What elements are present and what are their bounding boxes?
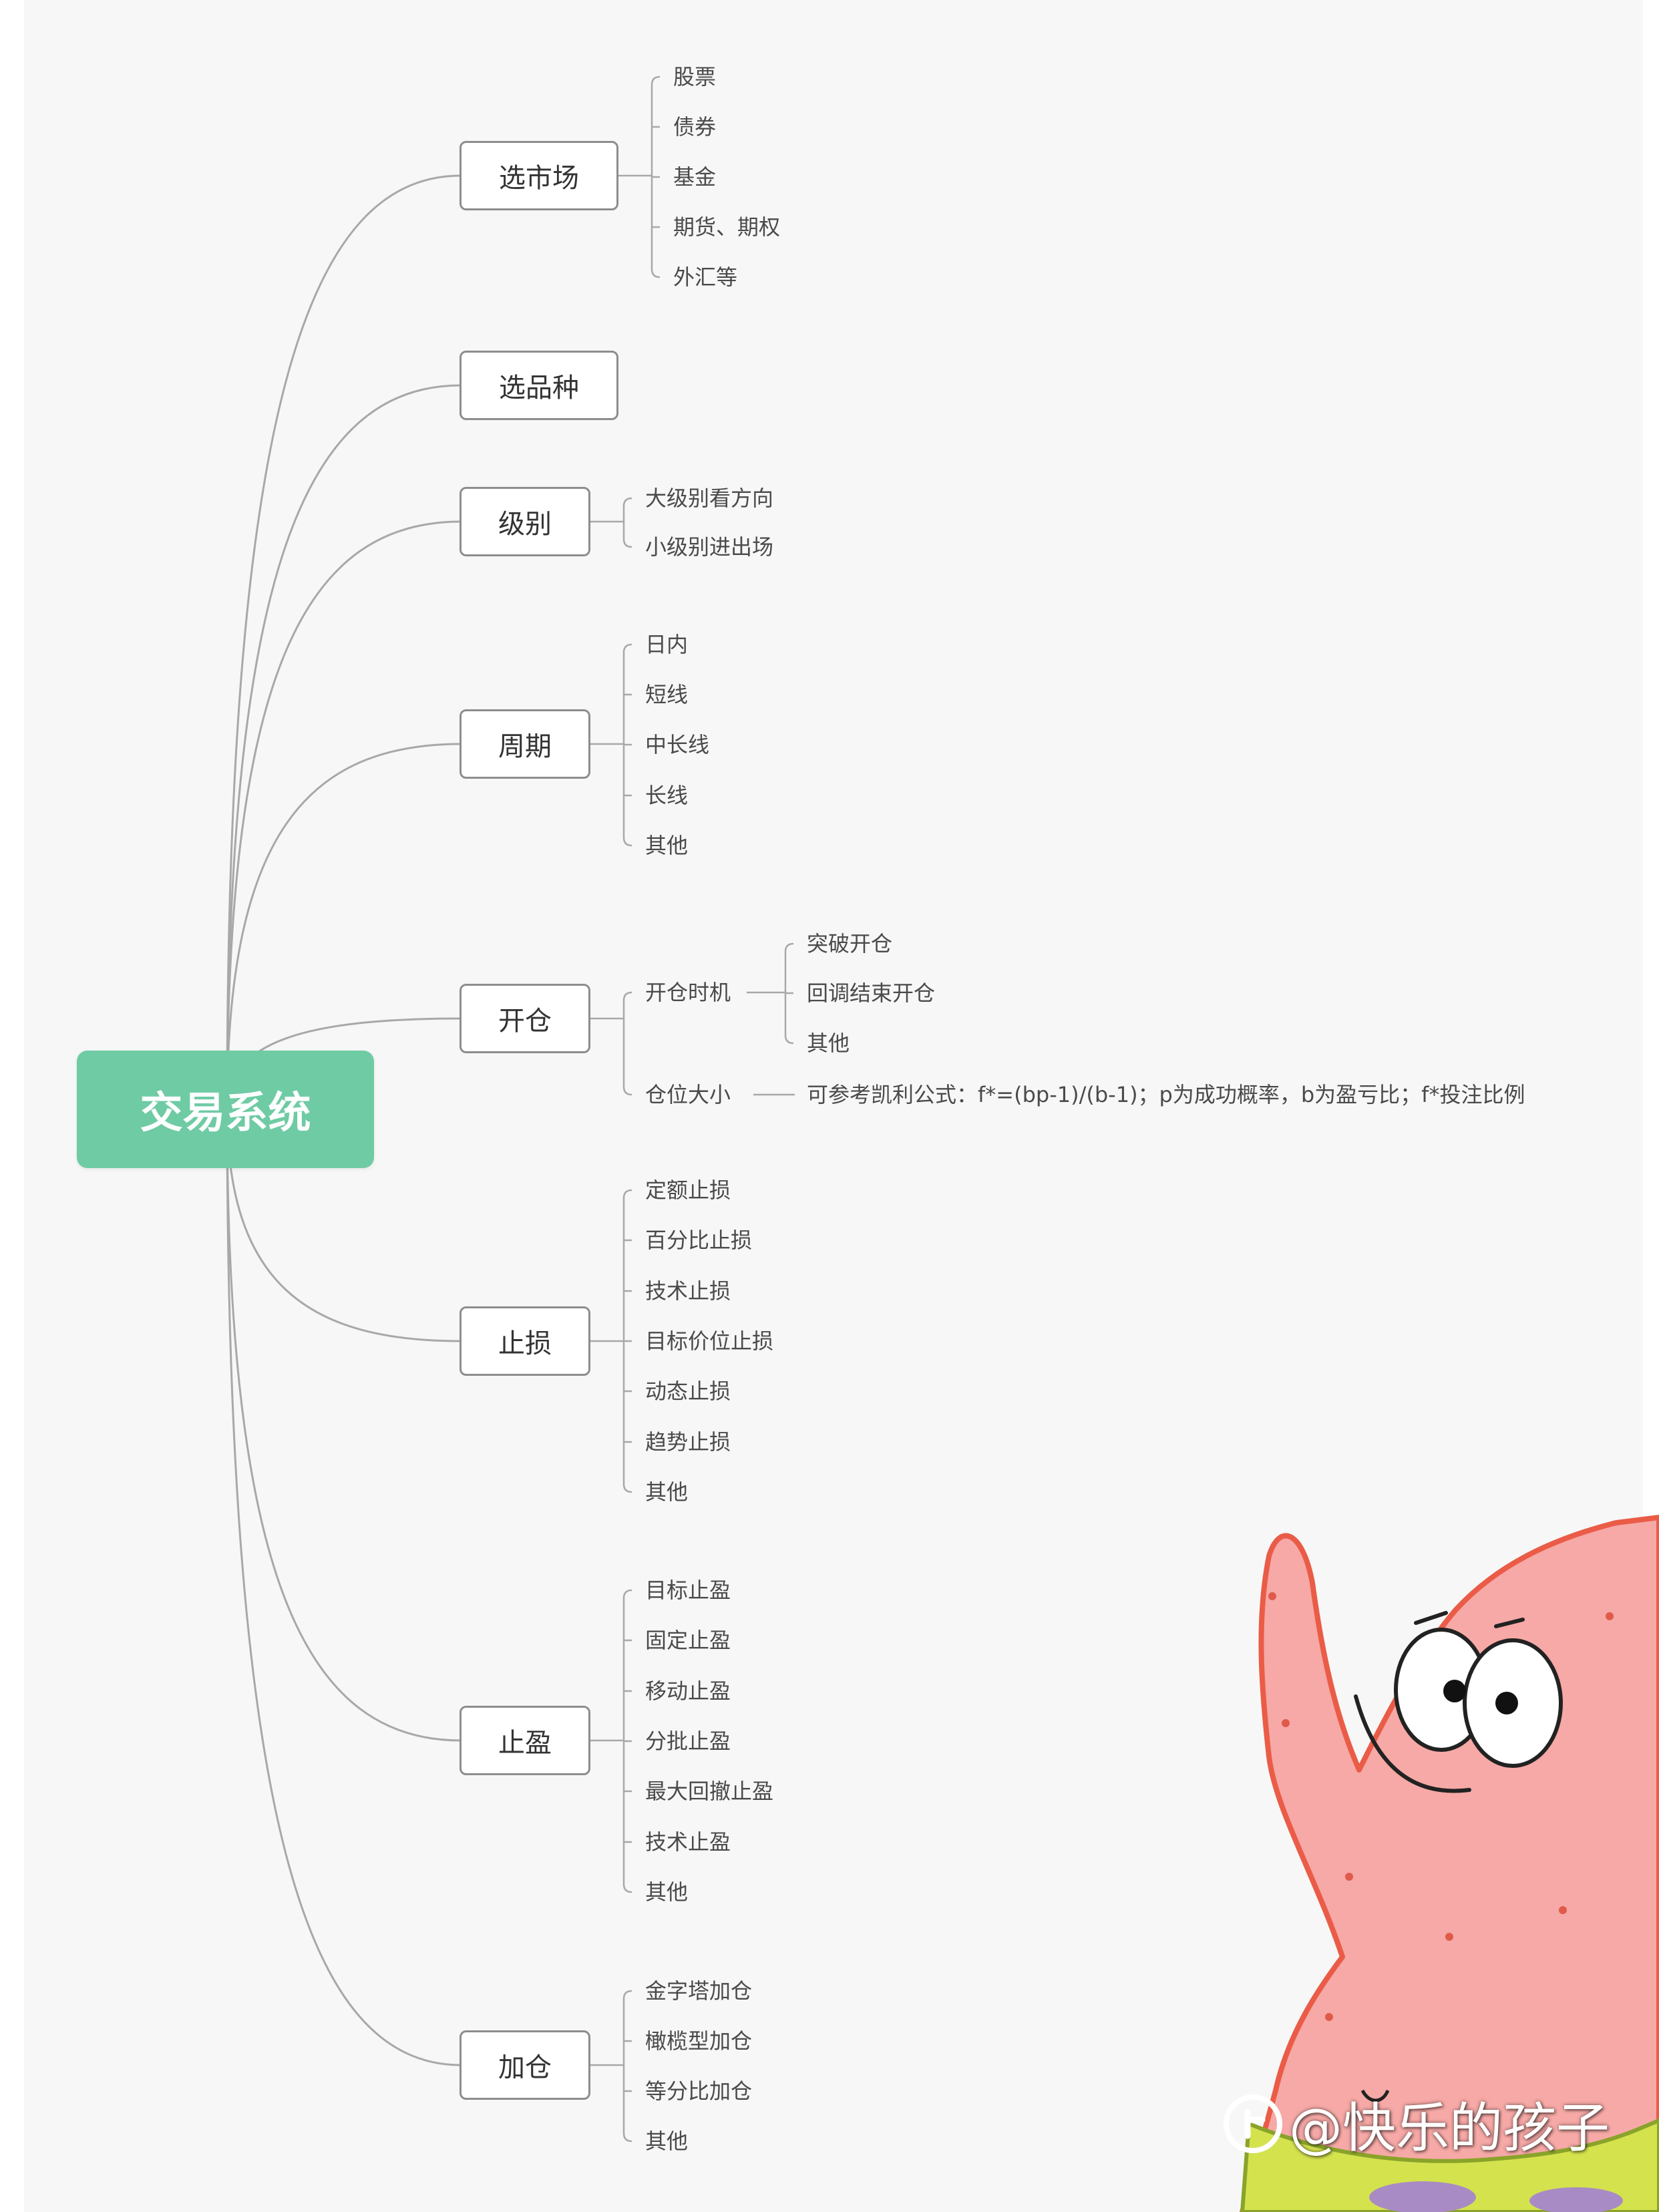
root-to-branch-link-2 bbox=[226, 520, 462, 1109]
root-to-branch-link-3 bbox=[226, 743, 462, 1109]
leaf-kelly-formula[interactable]: 可参考凯利公式：f*=(bp-1)/(b-1)；p为成功概率，b为盈亏比；f*投… bbox=[807, 1082, 1525, 1107]
leaf-market-futures-options[interactable]: 期货、期权 bbox=[673, 214, 781, 240]
leaf-market-forex[interactable]: 外汇等 bbox=[673, 264, 738, 290]
leaf-timing-other[interactable]: 其他 bbox=[807, 1031, 850, 1056]
video-platform-logo-icon bbox=[1224, 2094, 1282, 2153]
leaf-stoploss-target-price[interactable]: 目标价位止损 bbox=[645, 1328, 774, 1354]
leaf-add-pyramid[interactable]: 金字塔加仓 bbox=[645, 1978, 753, 2004]
leaf-stoploss-technical[interactable]: 技术止损 bbox=[645, 1278, 731, 1304]
leaf-takeprofit-fixed[interactable]: 固定止盈 bbox=[645, 1628, 731, 1653]
leaf-market-bonds[interactable]: 债券 bbox=[673, 114, 717, 140]
watermark-text: @快乐的孩子 bbox=[1289, 2097, 1610, 2159]
leaf-takeprofit-trailing[interactable]: 移动止盈 bbox=[645, 1678, 731, 1704]
branch-period[interactable]: 周期 bbox=[459, 709, 590, 779]
leaf-takeprofit-max-drawdown[interactable]: 最大回撤止盈 bbox=[645, 1779, 774, 1804]
leaf-stoploss-dynamic[interactable]: 动态止损 bbox=[645, 1378, 731, 1404]
leaf-timing-pullback-end[interactable]: 回调结束开仓 bbox=[807, 980, 936, 1006]
root-to-branch-link-6 bbox=[226, 1108, 462, 1742]
starfish-sticker-image bbox=[1240, 1515, 1659, 2212]
open-links-bracket bbox=[622, 991, 632, 1096]
root-to-branch-link-0 bbox=[226, 174, 462, 1109]
leaf-open-timing[interactable]: 开仓时机 bbox=[645, 980, 731, 1005]
branch-open-position[interactable]: 开仓 bbox=[459, 984, 590, 1053]
leaf-takeprofit-batch[interactable]: 分批止盈 bbox=[645, 1728, 731, 1754]
leaf-level-big[interactable]: 大级别看方向 bbox=[645, 486, 774, 511]
leaf-period-intraday[interactable]: 日内 bbox=[645, 632, 689, 657]
leaf-timing-breakout[interactable]: 突破开仓 bbox=[807, 931, 893, 956]
leaf-stoploss-other[interactable]: 其他 bbox=[645, 1479, 689, 1505]
leaf-add-other[interactable]: 其他 bbox=[645, 2129, 689, 2154]
leaf-stoploss-fixed-amount[interactable]: 定额止损 bbox=[645, 1177, 731, 1203]
leaf-period-long[interactable]: 长线 bbox=[645, 783, 689, 808]
leaf-add-olive[interactable]: 橄榄型加仓 bbox=[645, 2028, 753, 2054]
leaf-market-funds[interactable]: 基金 bbox=[673, 164, 717, 190]
watermark: @快乐的孩子 bbox=[1222, 2087, 1610, 2161]
branch-select-market[interactable]: 选市场 bbox=[459, 141, 618, 210]
branch-add-position[interactable]: 加仓 bbox=[459, 2030, 590, 2100]
branch-stop-loss[interactable]: 止损 bbox=[459, 1306, 590, 1376]
level-links-bracket bbox=[622, 497, 632, 548]
leaf-takeprofit-target[interactable]: 目标止盈 bbox=[645, 1578, 731, 1603]
leaf-open-size[interactable]: 仓位大小 bbox=[645, 1082, 731, 1107]
leaf-period-short[interactable]: 短线 bbox=[645, 682, 689, 707]
leaf-period-other[interactable]: 其他 bbox=[645, 833, 689, 858]
branch-level[interactable]: 级别 bbox=[459, 487, 590, 556]
add-links-bracket bbox=[622, 1990, 632, 2143]
leaf-add-equal-ratio[interactable]: 等分比加仓 bbox=[645, 2078, 753, 2104]
leaf-level-small[interactable]: 小级别进出场 bbox=[645, 534, 774, 560]
leaf-period-medium-long[interactable]: 中长线 bbox=[645, 732, 710, 757]
leaf-takeprofit-technical[interactable]: 技术止盈 bbox=[645, 1829, 731, 1855]
leaf-stoploss-percent[interactable]: 百分比止损 bbox=[645, 1228, 753, 1253]
root-to-branch-link-5 bbox=[226, 1108, 462, 1342]
leaf-market-stocks[interactable]: 股票 bbox=[673, 64, 717, 89]
branch-select-instrument[interactable]: 选品种 bbox=[459, 351, 618, 420]
root-to-branch-link-1 bbox=[226, 384, 462, 1109]
root-node[interactable]: 交易系统 bbox=[77, 1051, 374, 1168]
root-to-branch-link-7 bbox=[226, 1108, 462, 2066]
leaf-stoploss-trend[interactable]: 趋势止损 bbox=[645, 1429, 731, 1455]
leaf-takeprofit-other[interactable]: 其他 bbox=[645, 1879, 689, 1905]
branch-take-profit[interactable]: 止盈 bbox=[459, 1706, 590, 1775]
